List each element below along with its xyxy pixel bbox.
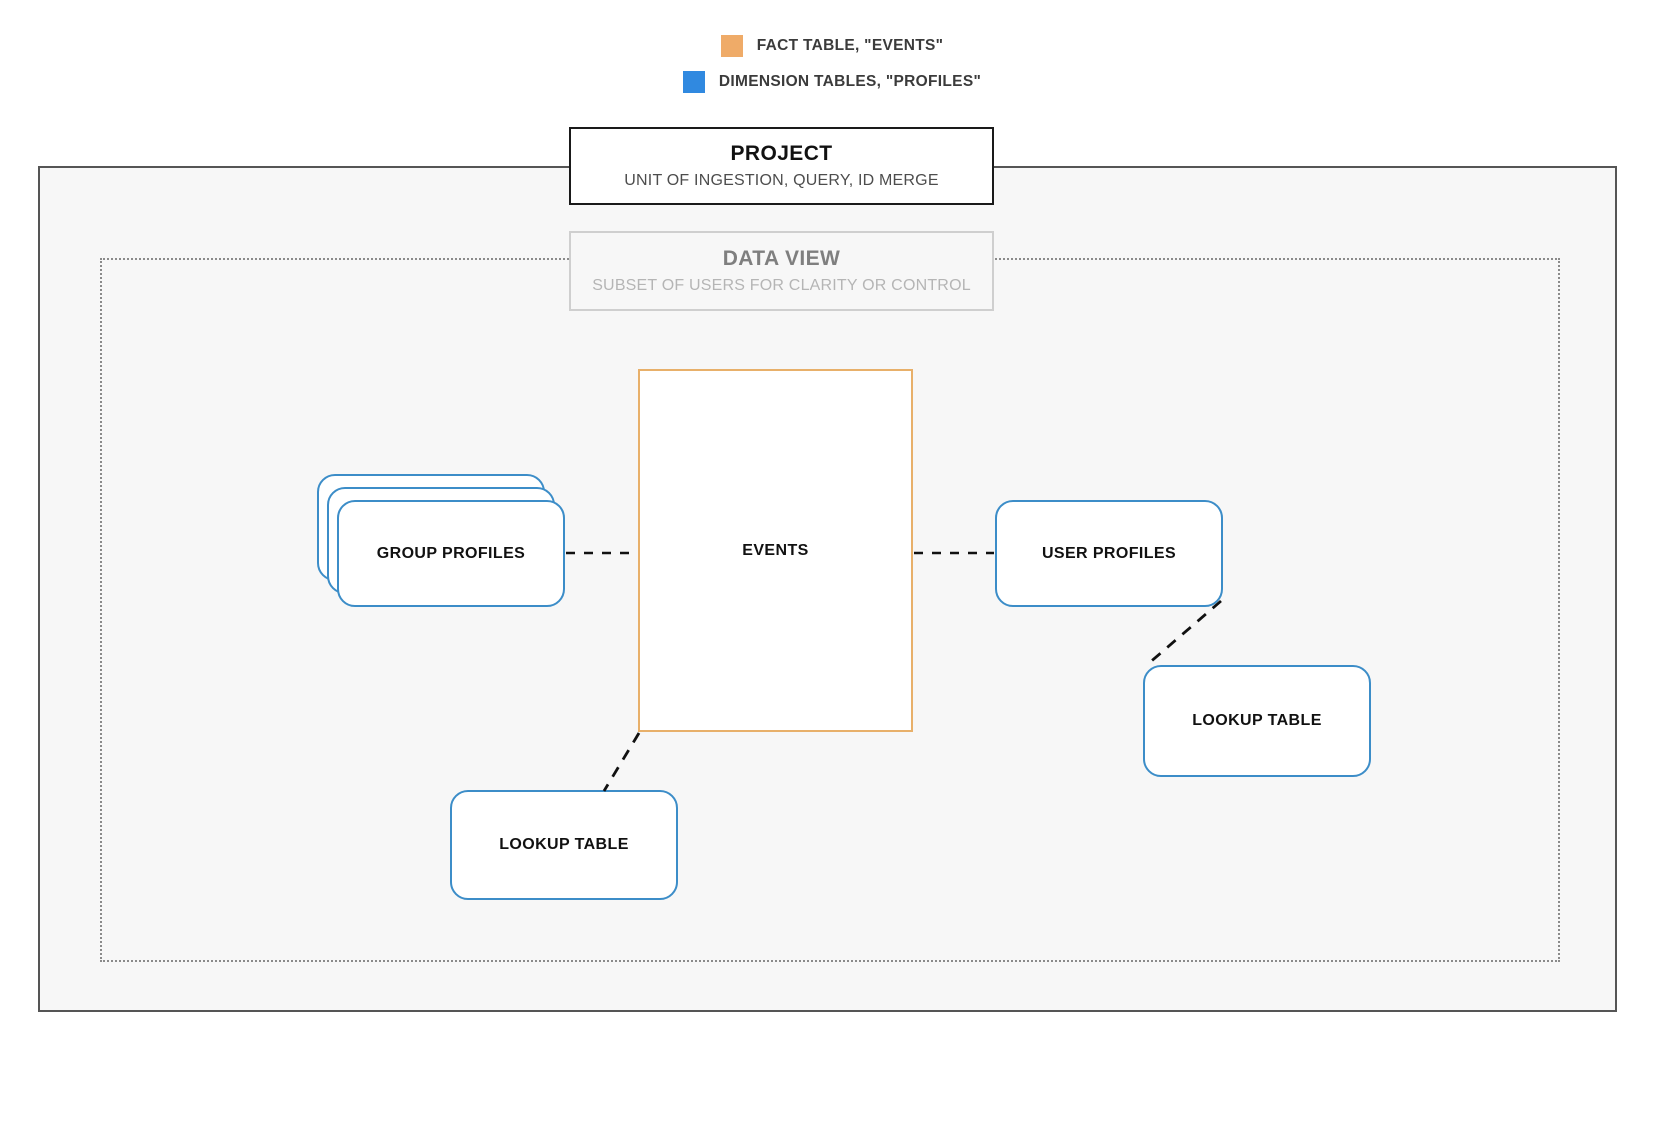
node-lookup-table-right[interactable]: LOOKUP TABLE — [1143, 665, 1371, 777]
data-view-subtitle: SUBSET OF USERS FOR CLARITY OR CONTROL — [592, 277, 971, 294]
legend-row-dimension-tables: DIMENSION TABLES, "PROFILES" — [0, 64, 1664, 100]
legend-row-fact-table: FACT TABLE, "EVENTS" — [0, 28, 1664, 64]
project-title: PROJECT — [730, 142, 833, 165]
data-view-header-box: DATA VIEW SUBSET OF USERS FOR CLARITY OR… — [569, 231, 994, 311]
node-lookup-table-right-label: LOOKUP TABLE — [1192, 712, 1322, 729]
node-group-profiles[interactable]: GROUP PROFILES — [337, 500, 565, 607]
node-lookup-table-left-label: LOOKUP TABLE — [499, 836, 629, 853]
node-events[interactable]: EVENTS — [638, 369, 913, 732]
node-group-profiles-label: GROUP PROFILES — [376, 544, 526, 562]
square-swatch-icon — [682, 71, 705, 93]
node-events-label: EVENTS — [742, 541, 809, 559]
legend-label-fact-table: FACT TABLE, "EVENTS" — [756, 37, 944, 54]
node-user-profiles[interactable]: USER PROFILES — [995, 500, 1223, 607]
node-user-profiles-label: USER PROFILES — [1041, 544, 1177, 562]
project-header-box: PROJECT UNIT OF INGESTION, QUERY, ID MER… — [569, 127, 994, 205]
legend: FACT TABLE, "EVENTS" DIMENSION TABLES, "… — [0, 28, 1664, 100]
node-lookup-table-left[interactable]: LOOKUP TABLE — [450, 790, 678, 900]
project-subtitle: UNIT OF INGESTION, QUERY, ID MERGE — [624, 172, 939, 189]
legend-label-dimension-tables: DIMENSION TABLES, "PROFILES" — [718, 73, 982, 90]
square-swatch-icon — [720, 35, 743, 57]
data-view-title: DATA VIEW — [722, 247, 841, 270]
